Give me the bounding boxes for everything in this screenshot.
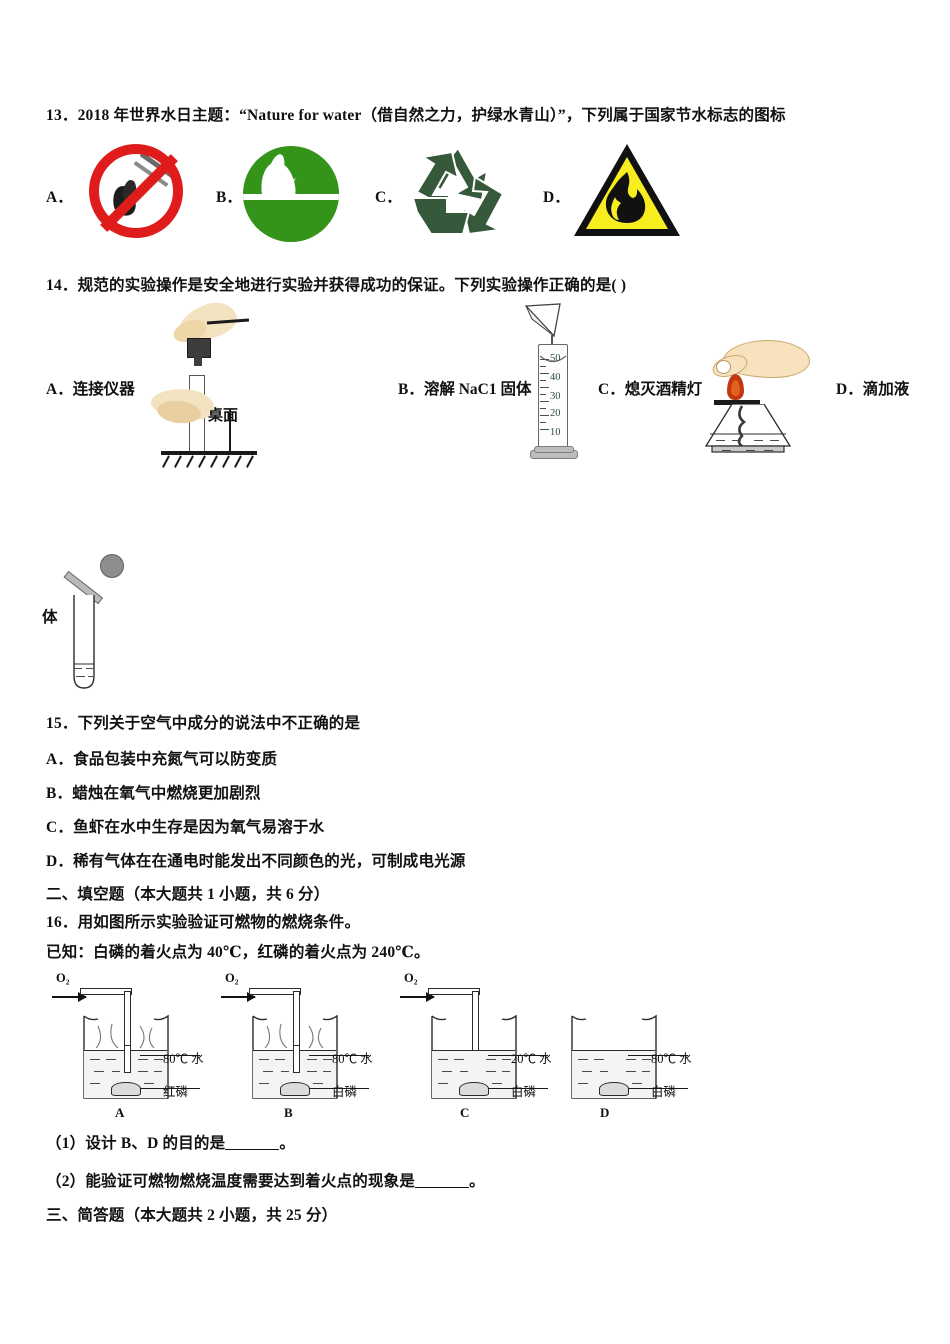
extinguish-alcohol-lamp-diagram — [700, 340, 820, 465]
cylinder-tick-20: 20 — [550, 408, 561, 419]
beaker-d — [566, 985, 746, 1115]
beaker-a-sample-label: 红磷 — [163, 1085, 189, 1099]
q15-option-d: D．稀有气体在在通电时能发出不同颜色的光，可制成电光源 — [46, 853, 466, 870]
q13-option-a-label: A． — [46, 189, 73, 206]
question-16-sub-1: （1）设计 B、D 的目的是 。 — [46, 1131, 295, 1153]
beaker-b-sample-label: 白磷 — [332, 1085, 358, 1099]
q14-option-a-annotation: 桌面 — [208, 408, 239, 424]
q15-option-a: A．食品包装中充氮气可以防变质 — [46, 751, 278, 768]
sub-2-suffix: 。 — [469, 1173, 485, 1190]
q14-option-c-label: C．熄灭酒精灯 — [598, 381, 703, 398]
q14-option-b-label: B．溶解 NaC1 固体 — [398, 381, 532, 398]
beaker-d-sample-label: 白磷 — [651, 1085, 677, 1099]
sub-1-blank[interactable] — [225, 1135, 280, 1150]
beaker-a-gas-label: O₂ — [56, 971, 70, 985]
beaker-b-letter: B — [284, 1105, 293, 1120]
q13-option-d-label: D． — [543, 189, 570, 206]
section-2-title: 二、填空题（本大题共 1 小题，共 6 分） — [46, 886, 330, 903]
dropper-test-tube-diagram — [62, 552, 142, 692]
connect-apparatus-diagram — [145, 296, 275, 468]
question-16-given: 已知：白磷的着火点为 40℃，红磷的着火点为 240℃。 — [46, 944, 430, 961]
q15-option-b: B．蜡烛在氧气中燃烧更加剧烈 — [46, 785, 261, 802]
question-16-sub-2: （2）能验证可燃物燃烧温度需要达到着火点的现象是 。 — [46, 1169, 485, 1191]
water-saving-drop-icon — [243, 146, 339, 242]
q14-option-a-label: A．连接仪器 — [46, 381, 135, 398]
beaker-c — [426, 985, 606, 1115]
q14-option-d-continuation: 体 — [42, 609, 58, 626]
q13-option-b-label: B． — [216, 189, 242, 206]
beaker-b-gas-arrow — [221, 992, 256, 1002]
cylinder-tick-10: 10 — [550, 427, 561, 438]
cylinder-tick-30: 30 — [550, 391, 561, 402]
beaker-b-gas-label: O₂ — [225, 971, 239, 985]
beaker-b — [247, 985, 427, 1115]
beaker-a-gas-arrow — [52, 992, 87, 1002]
no-fire-icon — [85, 142, 193, 242]
cylinder-tick-40: 40 — [550, 372, 561, 383]
beaker-c-sample-label: 白磷 — [511, 1085, 537, 1099]
graduated-cylinder-diagram: 50 40 30 20 10 — [518, 303, 598, 465]
q13-option-c-label: C． — [375, 189, 402, 206]
recycling-icon — [403, 142, 513, 238]
sub-2-blank[interactable] — [415, 1173, 470, 1188]
sub-1-prefix: （1）设计 B、D 的目的是 — [46, 1135, 226, 1152]
beaker-a — [78, 985, 258, 1115]
question-14-stem: 14．规范的实验操作是安全地进行实验并获得成功的保证。下列实验操作正确的是( ) — [46, 277, 627, 294]
beaker-b-water-label: 80℃ 水 — [332, 1052, 373, 1066]
question-13-stem: 13．2018 年世界水日主题：“Nature for water（借自然之力，… — [46, 107, 786, 124]
beaker-a-letter: A — [115, 1105, 125, 1120]
beaker-d-water-label: 80℃ 水 — [651, 1052, 692, 1066]
question-16-stem: 16．用如图所示实验验证可燃物的燃烧条件。 — [46, 914, 361, 931]
q14-option-d-label: D．滴加液 — [836, 381, 910, 398]
sub-1-suffix: 。 — [279, 1135, 296, 1152]
beaker-a-water-label: 80℃ 水 — [163, 1052, 204, 1066]
beaker-c-letter: C — [460, 1105, 470, 1120]
question-15-stem: 15．下列关于空气中成分的说法中不正确的是 — [46, 715, 361, 732]
beaker-c-water-label: 20℃ 水 — [511, 1052, 552, 1066]
section-3-title: 三、简答题（本大题共 2 小题，共 25 分） — [46, 1207, 338, 1224]
flammable-warning-icon — [570, 140, 684, 240]
beaker-c-gas-label: O₂ — [404, 971, 418, 985]
beaker-d-letter: D — [600, 1105, 610, 1120]
q15-option-c: C．鱼虾在水中生存是因为氧气易溶于水 — [46, 819, 325, 836]
beaker-c-gas-arrow — [400, 992, 435, 1002]
cylinder-tick-50: 50 — [550, 353, 561, 364]
sub-2-prefix: （2）能验证可燃物燃烧温度需要达到着火点的现象是 — [46, 1173, 416, 1190]
